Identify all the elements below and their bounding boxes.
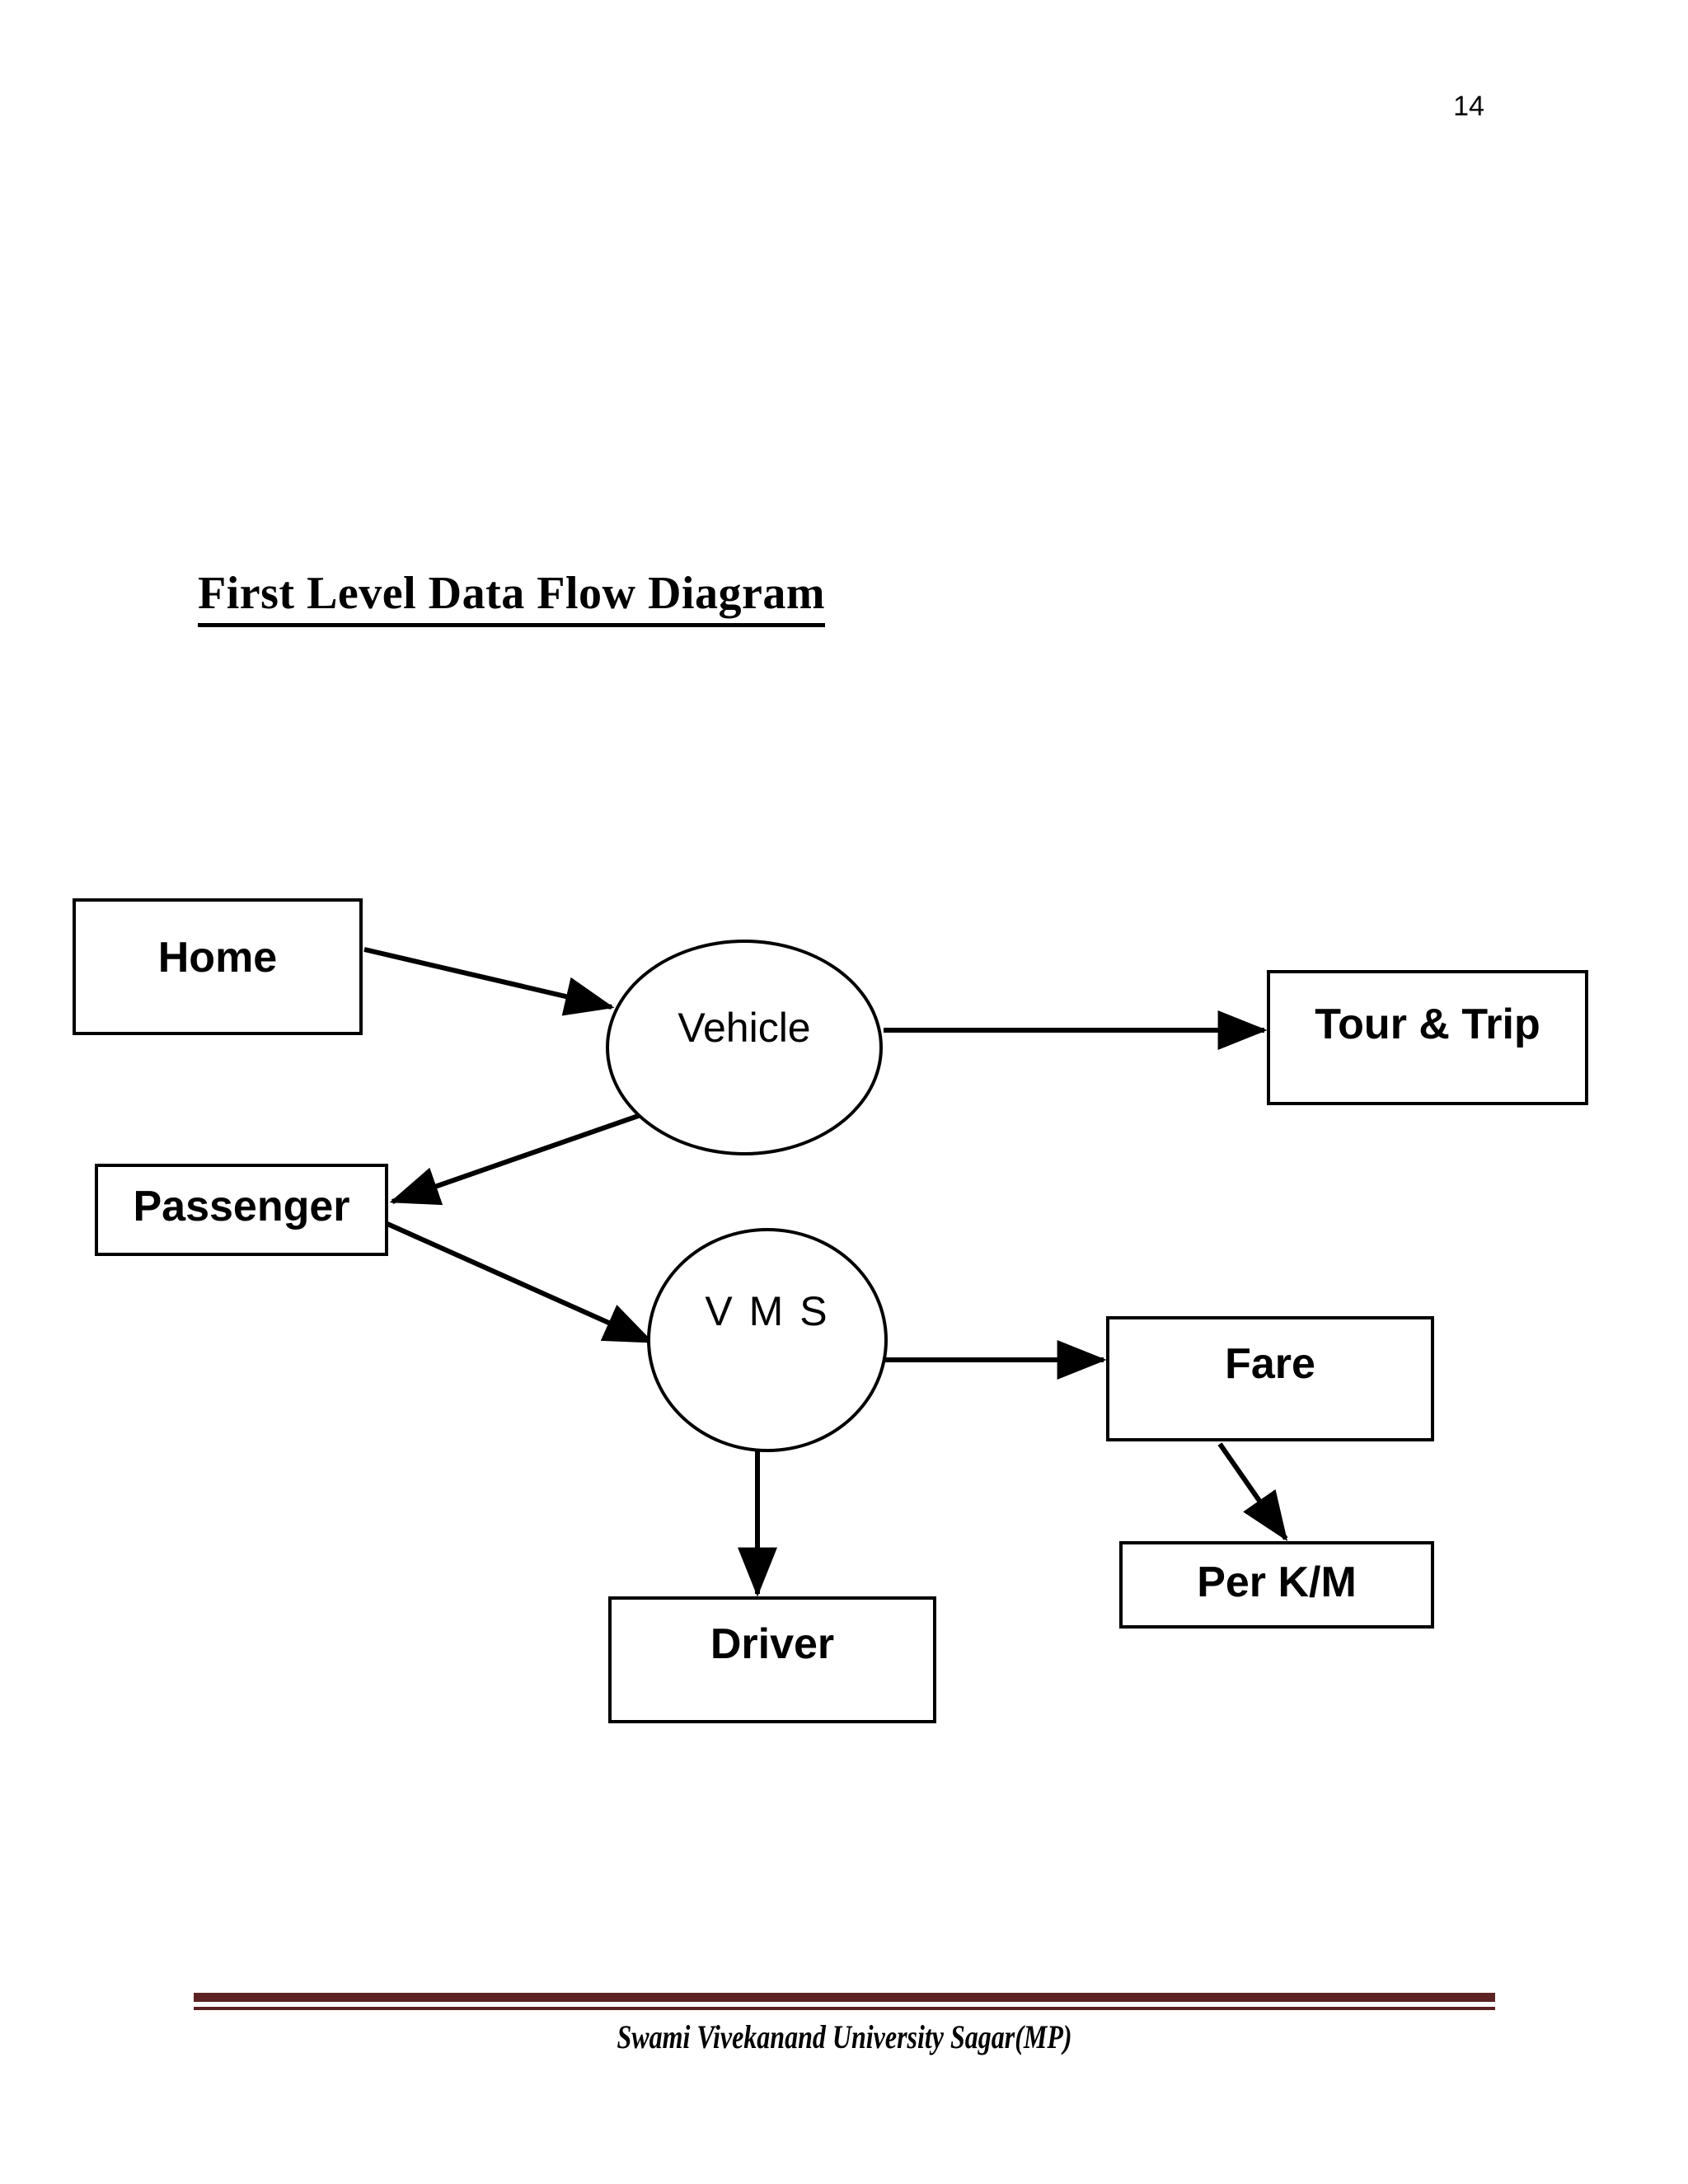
edge-passenger-to-vms: [386, 1221, 654, 1344]
footer-divider-thick-line: [194, 1993, 1495, 2002]
node-fare[interactable]: Fare: [1106, 1316, 1434, 1441]
node-per-km[interactable]: Per K/M: [1119, 1541, 1434, 1629]
page-number: 14: [1453, 91, 1484, 122]
node-home[interactable]: Home: [73, 898, 363, 1035]
node-vehicle[interactable]: Vehicle: [606, 940, 883, 1155]
node-tour-and-trip[interactable]: Tour & Trip: [1267, 970, 1588, 1105]
node-per-km-label: Per K/M: [1197, 1558, 1357, 1606]
node-vehicle-label: Vehicle: [678, 1005, 811, 1051]
node-vms[interactable]: V M S: [647, 1228, 888, 1452]
node-fare-label: Fare: [1225, 1340, 1315, 1388]
node-passenger[interactable]: Passenger: [95, 1164, 388, 1256]
node-tour-and-trip-label: Tour & Trip: [1315, 1001, 1540, 1048]
page-title: First Level Data Flow Diagram: [198, 568, 825, 627]
footer-divider: [194, 1993, 1495, 2013]
edge-fare-to-perkm: [1217, 1442, 1288, 1541]
edge-vehicle-to-passenger: [389, 1112, 644, 1206]
node-driver[interactable]: Driver: [608, 1596, 936, 1723]
node-vms-label: V M S: [705, 1288, 830, 1334]
footer-divider-thin-line: [194, 2007, 1495, 2010]
node-driver-label: Driver: [710, 1620, 835, 1668]
node-home-label: Home: [157, 934, 278, 982]
footer-text: Swami Vivekanand University Sagar(MP): [617, 2018, 1072, 2055]
node-passenger-label: Passenger: [133, 1183, 350, 1230]
edge-home-to-vehicle: [363, 947, 615, 1016]
